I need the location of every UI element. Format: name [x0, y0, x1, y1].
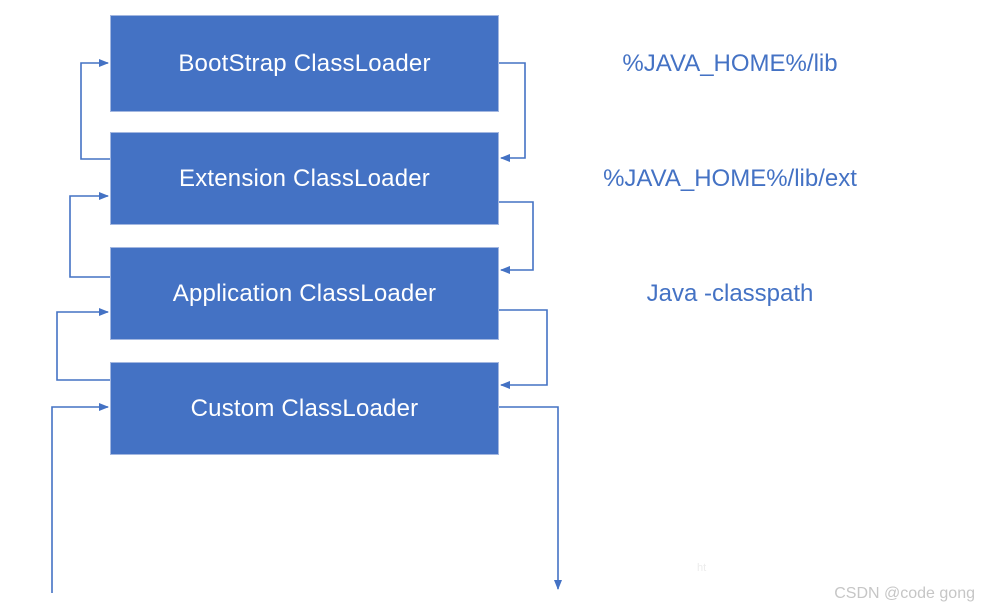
arrow-up-custom-to-application — [56, 308, 110, 381]
path-label-bootstrap: %JAVA_HOME%/lib — [622, 50, 838, 77]
classloader-box-label: BootStrap ClassLoader — [178, 49, 431, 77]
faint-artifact-text: ht — [697, 562, 707, 574]
classloader-box-label: Application ClassLoader — [172, 279, 437, 307]
path-label-application: Java -classpath — [646, 280, 814, 307]
classloader-box-application: Application ClassLoader — [110, 247, 499, 340]
arrow-up-extension-to-bootstrap — [80, 59, 110, 160]
path-label-extension: %JAVA_HOME%/lib/ext — [603, 165, 857, 192]
arrow-up-bottom-to-custom — [51, 403, 109, 593]
arrow-down-application-to-custom — [499, 309, 548, 389]
classloader-box-extension: Extension ClassLoader — [110, 132, 499, 225]
classloader-box-label: Extension ClassLoader — [178, 164, 430, 192]
arrow-up-application-to-extension — [69, 192, 110, 278]
arrow-down-extension-to-application — [499, 201, 534, 274]
classloader-box-bootstrap: BootStrap ClassLoader — [110, 15, 499, 112]
csdn-watermark: CSDN @code gong — [834, 585, 975, 602]
arrow-down-custom-to-bottom — [499, 406, 562, 590]
classloader-box-custom: Custom ClassLoader — [110, 362, 499, 455]
classloader-box-label: Custom ClassLoader — [190, 394, 419, 422]
arrow-down-bootstrap-to-extension — [499, 62, 526, 162]
